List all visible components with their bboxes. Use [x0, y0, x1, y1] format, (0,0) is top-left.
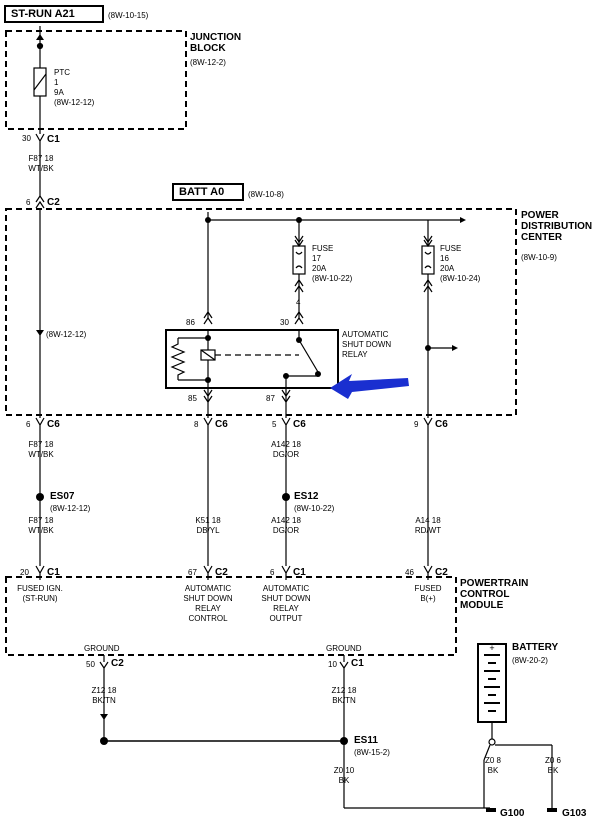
pdc-title: POWER DISTRIBUTION CENTER	[521, 210, 593, 243]
fuse16-body	[421, 245, 435, 275]
splice-es07: ES07	[50, 491, 75, 502]
junction-block-ref: (8W-12-2)	[190, 58, 226, 67]
c6d-name: C6	[435, 419, 448, 430]
ground-g103-mark	[547, 808, 557, 812]
splice-es12-dot	[282, 493, 290, 501]
splice-es11-dot	[340, 737, 348, 745]
fuse17-num: 17	[312, 254, 321, 263]
c6b-pin: 8	[194, 420, 199, 429]
ptc-rating: 9A	[54, 88, 64, 97]
pcm-d-name: C2	[435, 567, 448, 578]
relay-label: AUTOMATIC SHUT DOWN RELAY	[342, 330, 392, 359]
pcm-b-name: C2	[215, 567, 228, 578]
highlight-arrow	[330, 374, 409, 399]
ptc-num: 1	[54, 78, 59, 87]
pdc-outline	[5, 208, 517, 416]
ground-g103: G103	[562, 808, 587, 819]
splice-es12: ES12	[294, 491, 319, 502]
fuse17-rating: 20A	[312, 264, 327, 273]
pcm-title: POWERTRAIN CONTROL MODULE	[460, 578, 529, 611]
pcm-b-pin: 67	[188, 568, 197, 577]
splice-es11: ES11	[354, 735, 378, 746]
wire-f87-mid: F87 18 WT/BK	[28, 440, 54, 459]
splice-es11-ref: (8W-15-2)	[354, 748, 390, 757]
pcm-pin-fused-b: FUSED B(+)	[414, 584, 442, 603]
battery-title: BATTERY	[512, 642, 559, 653]
splice-es07-ref: (8W-12-12)	[50, 504, 91, 513]
fuse16-label: FUSE	[440, 244, 462, 253]
ground-g100-mark	[486, 808, 496, 812]
gnd-b-name: C1	[351, 658, 364, 669]
c6c-name: C6	[293, 419, 306, 430]
ptc-ref: (8W-12-12)	[54, 98, 95, 107]
batt-ref: (8W-10-8)	[248, 190, 284, 199]
ptc-name: PTC	[54, 68, 70, 77]
st-run-a21-box: ST-RUN A21	[4, 5, 104, 23]
fuse17-ref: (8W-10-22)	[312, 274, 353, 283]
wire-z12-b: Z12 18 BK/TN	[331, 686, 357, 705]
wire-z12-a: Z12 18 BK/TN	[91, 686, 117, 705]
pcm-c-name: C1	[293, 567, 306, 578]
relay-pin-87: 87	[266, 394, 275, 403]
pdc-ref: (8W-10-9)	[521, 253, 557, 262]
st-run-title: ST-RUN A21	[11, 8, 75, 20]
gnd-a-name: C2	[111, 658, 124, 669]
wire-a142-mid: A142 18 DG/OR	[271, 440, 301, 459]
relay-pin-86: 86	[186, 318, 195, 327]
fuse17-body	[292, 245, 306, 275]
c1-top-name: C1	[47, 134, 60, 145]
splice-es07-dot	[36, 493, 44, 501]
batt-title: BATT A0	[179, 186, 225, 198]
pcm-pin-asd-control: AUTOMATIC SHUT DOWN RELAY CONTROL	[183, 584, 233, 623]
fuse16-num: 16	[440, 254, 449, 263]
pcm-pin-asd-output: AUTOMATIC SHUT DOWN RELAY OUTPUT	[261, 584, 311, 623]
pcm-ground-a: GROUND	[84, 644, 120, 653]
relay-pin-30: 30	[280, 318, 289, 327]
wire-f87-low: F87 18 WT/BK	[28, 516, 54, 535]
c6d-pin: 9	[414, 420, 419, 429]
st-run-ref: (8W-10-15)	[108, 11, 149, 20]
pcm-c-pin: 6	[270, 568, 275, 577]
wire-a14: A14 18 RD/WT	[414, 516, 442, 535]
fuse17-pin: 4	[296, 298, 301, 307]
pdc-side-ref: (8W-12-12)	[46, 330, 87, 339]
c6c-pin: 5	[272, 420, 277, 429]
junction-block-title: JUNCTION BLOCK	[190, 32, 242, 54]
wire-f87-top: F87 18 WT/BK	[28, 154, 54, 173]
c6b-name: C6	[215, 419, 228, 430]
fuse16-rating: 20A	[440, 264, 455, 273]
wire-a142-low: A142 18 DG/OR	[271, 516, 301, 535]
fuse16-ref: (8W-10-24)	[440, 274, 481, 283]
svg-text:+: +	[489, 643, 494, 653]
pcm-ground-b: GROUND	[326, 644, 362, 653]
batt-a0-box: BATT A0	[172, 183, 244, 201]
splice-left-dot	[100, 737, 108, 745]
pcm-d-pin: 46	[405, 568, 414, 577]
battery-ref: (8W-20-2)	[512, 656, 548, 665]
pcm-outline	[5, 576, 457, 656]
relay-box	[165, 329, 339, 389]
gnd-b-pin: 10	[328, 660, 337, 669]
wire-z0-b: Z0 8 BK	[484, 756, 501, 775]
relay-pin-85: 85	[188, 394, 197, 403]
pcm-a-name: C1	[47, 567, 60, 578]
c2-top-name: C2	[47, 197, 60, 208]
splice-es12-ref: (8W-10-22)	[294, 504, 335, 513]
wire-k51: K51 18 DB/YL	[195, 516, 221, 535]
junction-block-outline	[5, 30, 187, 130]
gnd-a-pin: 50	[86, 660, 95, 669]
wire-z0-c: Z0 6 BK	[544, 756, 561, 775]
c1-top-pin: 30	[22, 134, 31, 143]
fuse17-label: FUSE	[312, 244, 334, 253]
ground-g100: G100	[500, 808, 525, 819]
c6a-name: C6	[47, 419, 60, 430]
c6a-pin: 6	[26, 420, 31, 429]
c2-top-pin: 6	[26, 198, 31, 207]
pcm-pin-fused-ign: FUSED IGN. (ST-RUN)	[17, 584, 63, 603]
pcm-a-pin: 20	[20, 568, 29, 577]
wire-z0-a: Z0 10 BK	[333, 766, 355, 785]
